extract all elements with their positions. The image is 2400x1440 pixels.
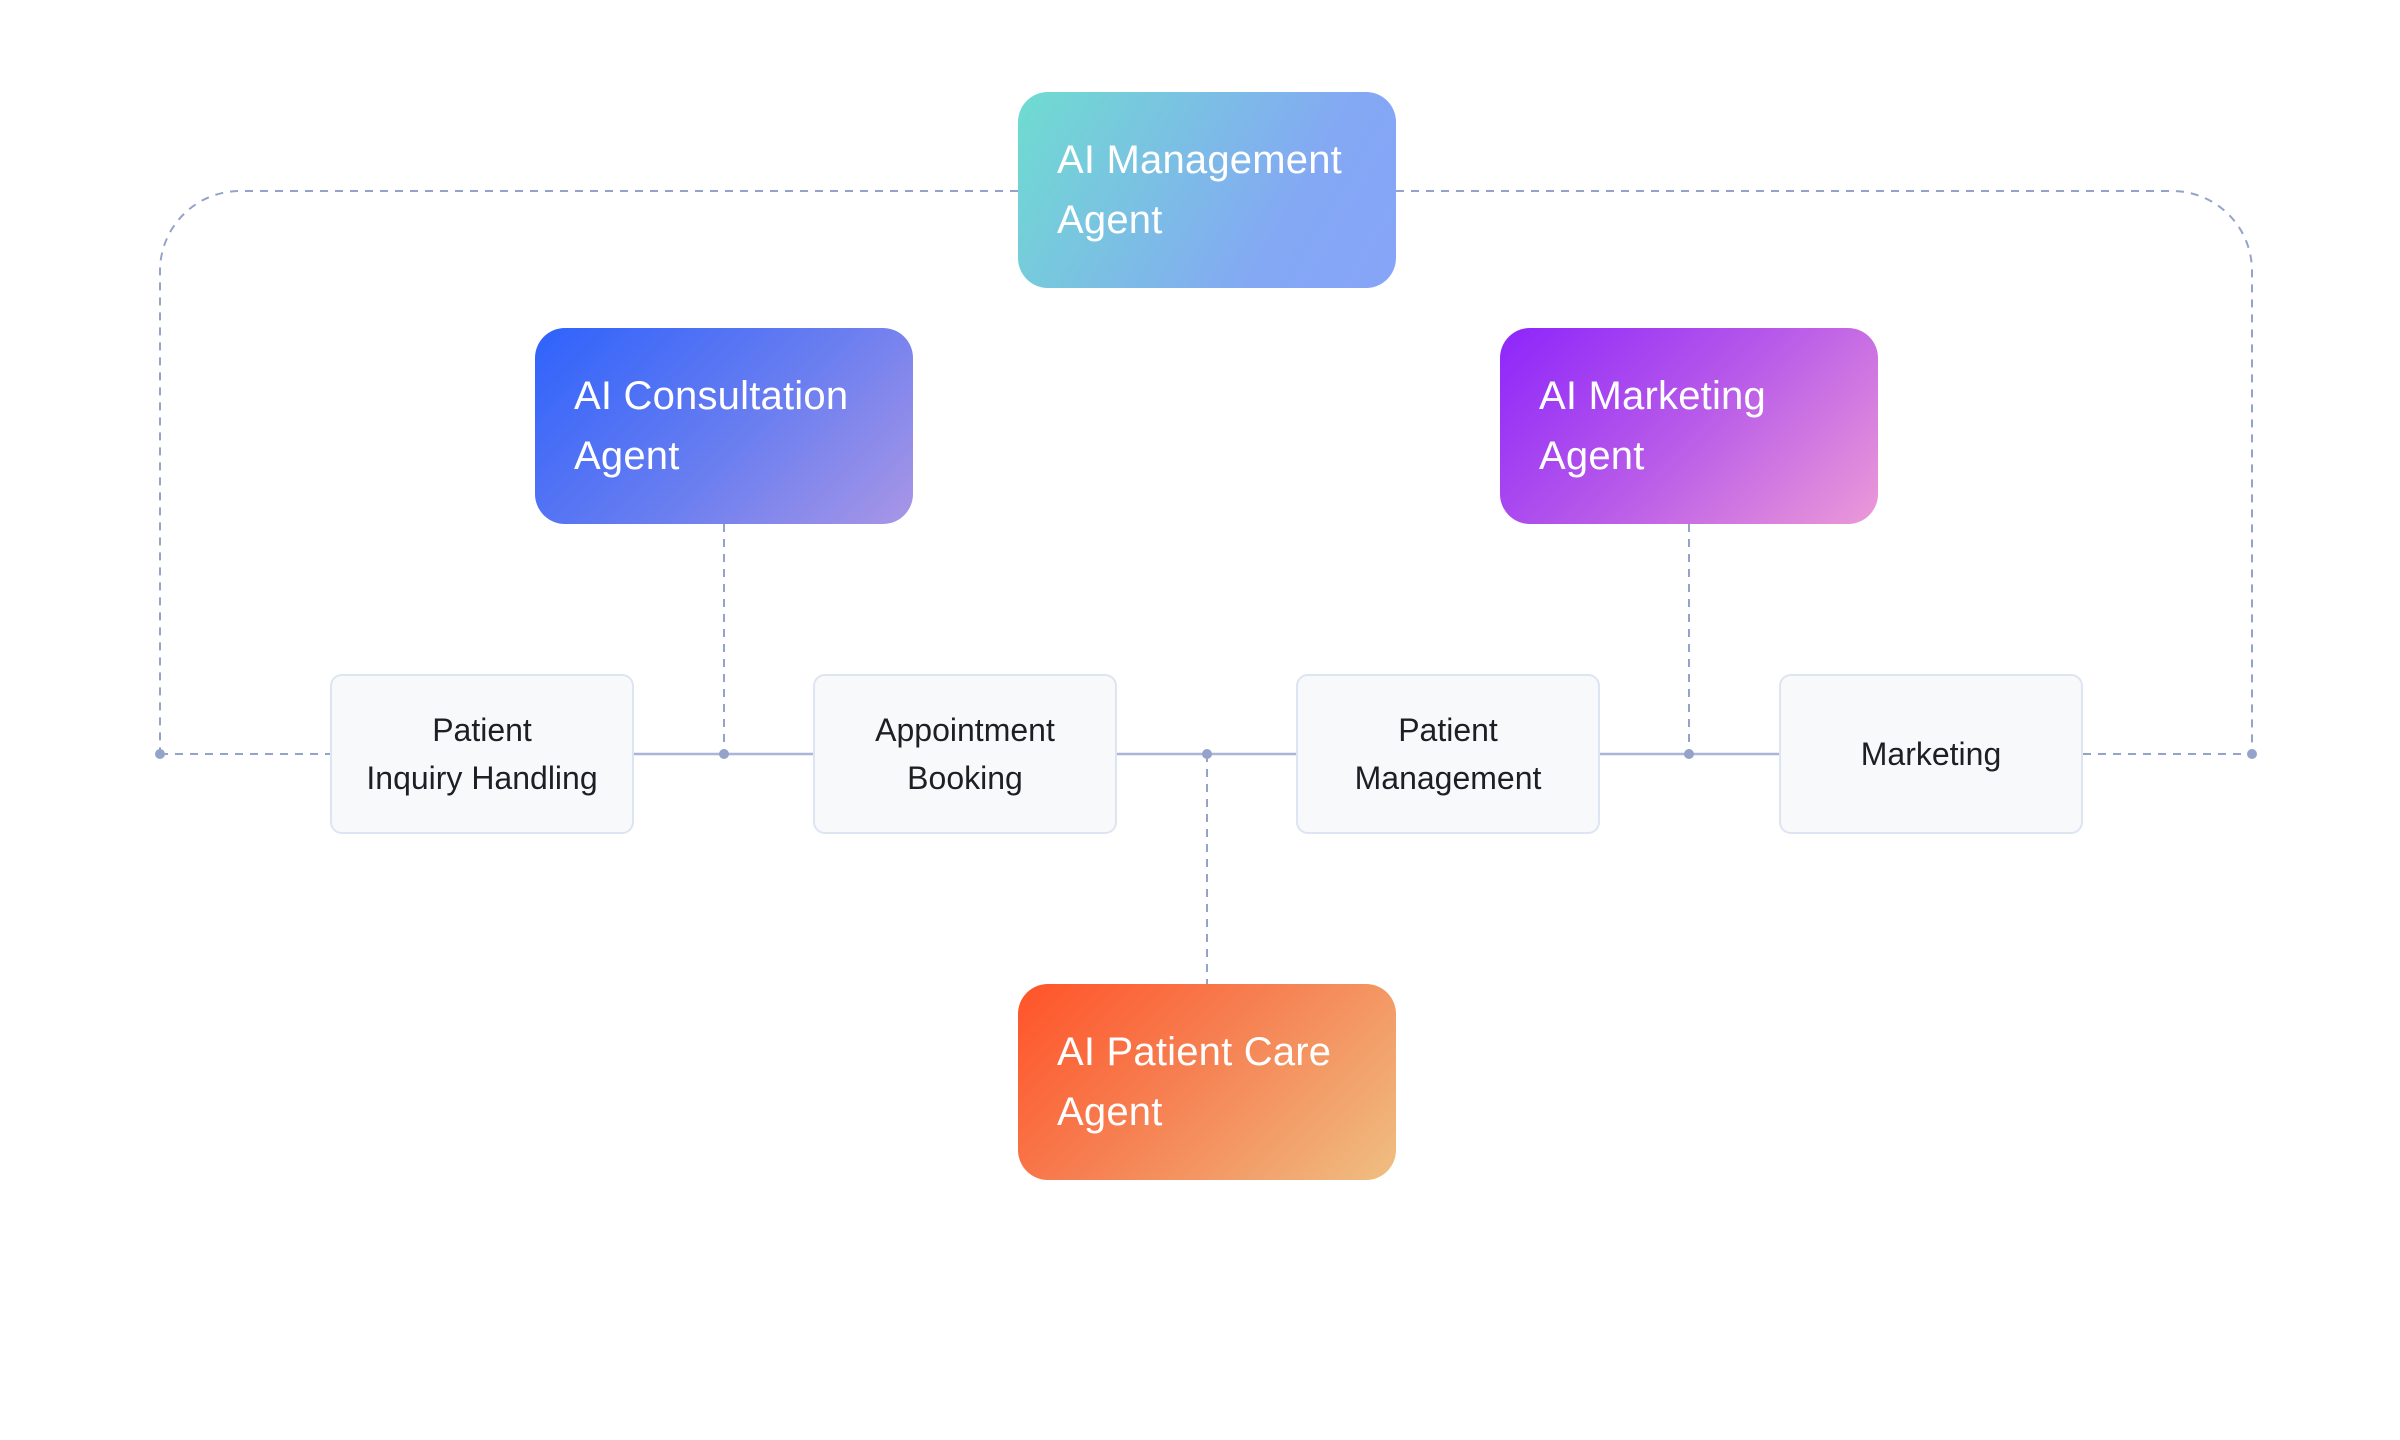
junction-dot-marketing	[1684, 749, 1694, 759]
agent-title-line-1: AI Patient Care	[1057, 1030, 1332, 1074]
junction-dot-patient-care	[1202, 749, 1212, 759]
agent-title-line-1: AI Marketing	[1539, 374, 1766, 418]
ai-management-agent-card[interactable]: AI Management Agent	[1018, 92, 1396, 288]
frame-top-right-line	[1396, 190, 2253, 754]
task-appointment-booking[interactable]: Appointment Booking	[813, 674, 1117, 834]
task-marketing[interactable]: Marketing	[1779, 674, 2083, 834]
agent-title-line-2: Agent	[1539, 434, 1645, 478]
agent-title-line-2: Agent	[1057, 198, 1163, 242]
ai-consultation-agent-card[interactable]: AI Consultation Agent	[535, 328, 913, 524]
agent-title-line-1: AI Consultation	[574, 374, 849, 418]
agent-title-line-2: Agent	[1057, 1090, 1163, 1134]
ai-marketing-agent-card[interactable]: AI Marketing Agent	[1500, 328, 1878, 524]
junction-dot-right-edge	[2247, 749, 2257, 759]
task-label-line-2: Booking	[907, 760, 1023, 796]
frame-top-left-line	[159, 190, 1018, 754]
task-label-line-2: Inquiry Handling	[366, 760, 598, 796]
ai-patient-care-agent-card[interactable]: AI Patient Care Agent	[1018, 984, 1396, 1180]
task-patient-inquiry-handling[interactable]: Patient Inquiry Handling	[330, 674, 634, 834]
agent-title-line-1: AI Management	[1057, 138, 1342, 182]
task-label-line-1: Patient	[432, 712, 532, 748]
task-label-line-1: Patient	[1398, 712, 1498, 748]
task-label-line-1: Marketing	[1860, 736, 2002, 772]
junction-dot-consultation	[719, 749, 729, 759]
junction-dot-left-edge	[155, 749, 165, 759]
task-label-line-2: Management	[1354, 760, 1542, 796]
task-label-line-1: Appointment	[875, 712, 1055, 748]
agent-title-line-2: Agent	[574, 434, 680, 478]
task-patient-management[interactable]: Patient Management	[1296, 674, 1600, 834]
